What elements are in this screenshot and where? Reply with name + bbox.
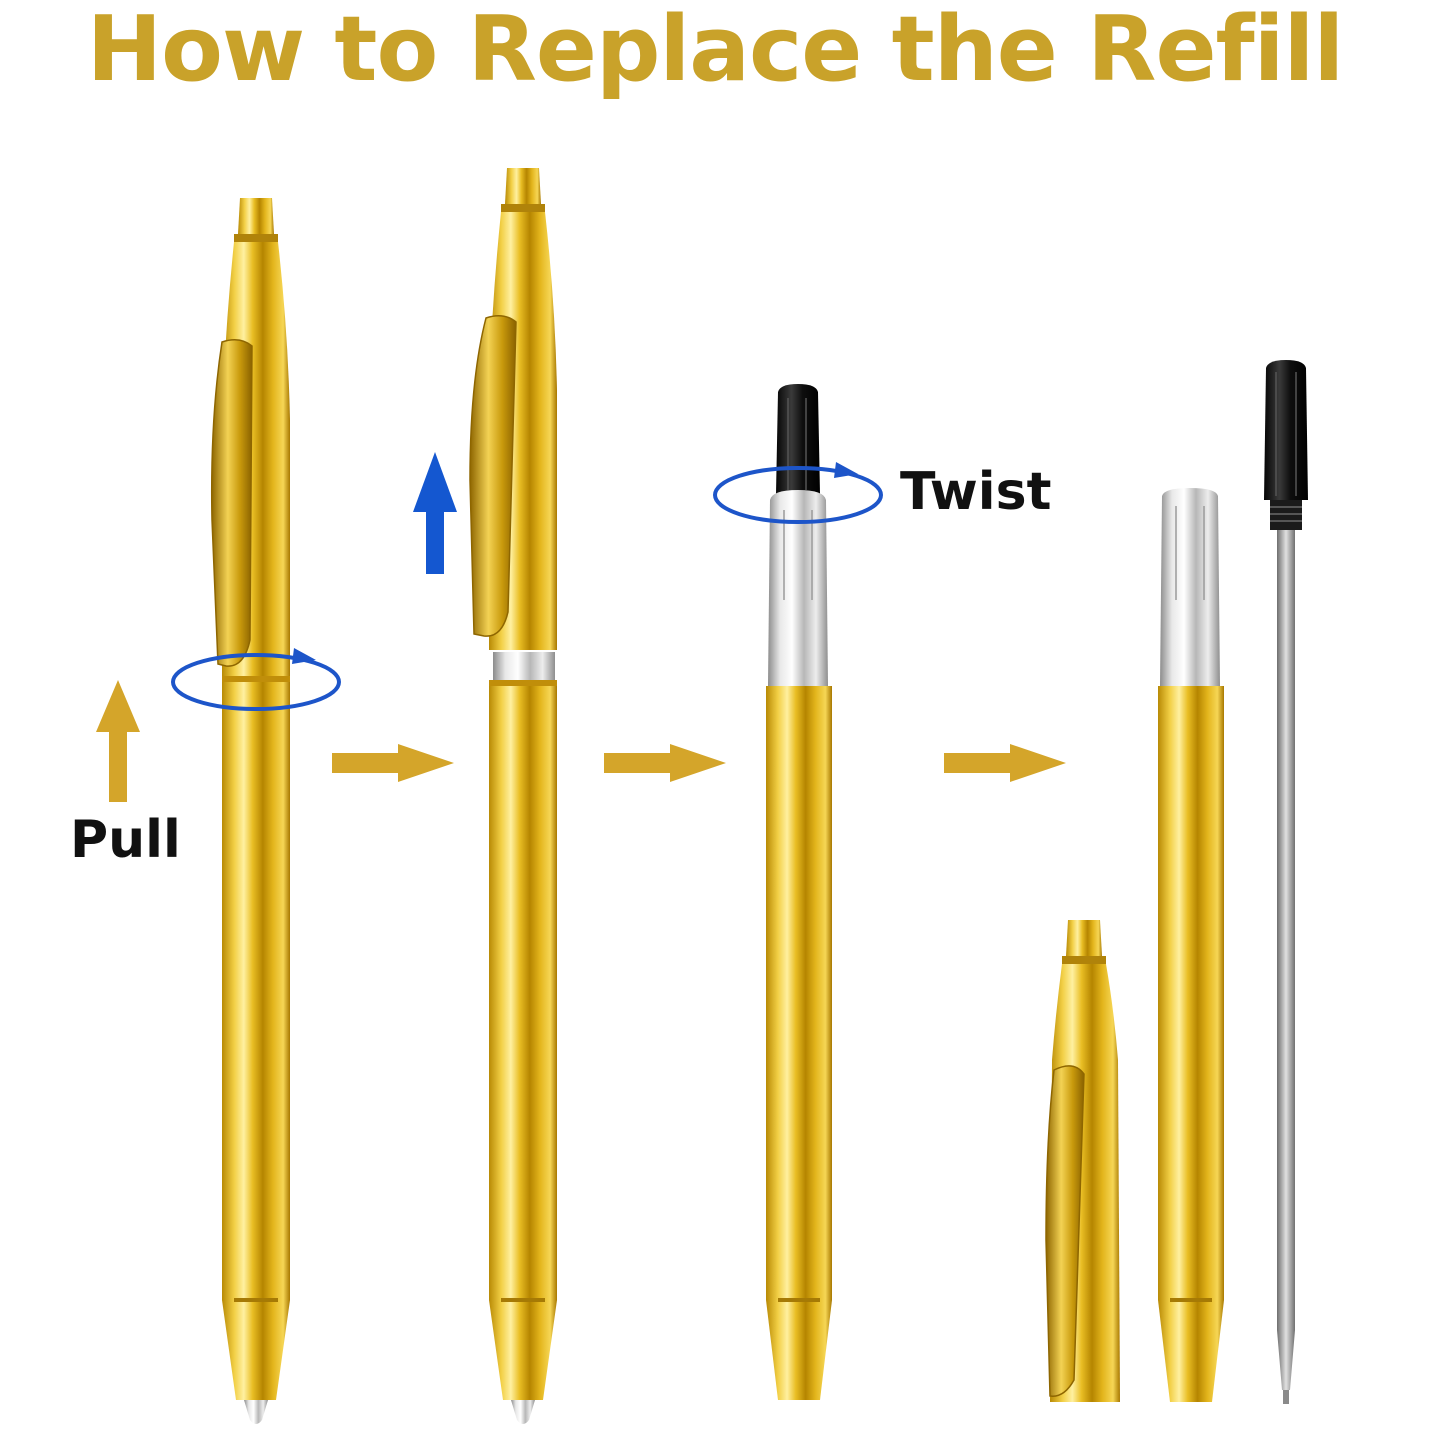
pen-step-4-barrel [1158,488,1224,1402]
pen-step-3 [766,384,832,1400]
pen-4-silver-mechanism [1160,488,1220,686]
rotate-icon [171,648,341,711]
refill [1264,360,1308,1404]
pen-1-joint [222,676,290,682]
pen-2-tip-cone [489,1300,557,1400]
pen-2-clip [469,315,517,637]
pen-2-ball-tip [511,1400,535,1424]
arrow-right-icon [604,744,726,782]
pen-2-barrel [489,686,557,1300]
pen-3-silver-mechanism [768,490,828,686]
pull-label: Pull [70,810,181,870]
pen-1-tip-cone [222,1300,290,1400]
pen-1-top-finial [238,198,274,234]
pen-2-silver-ring [493,652,555,680]
pen-4-cap-clip [1045,1065,1085,1397]
pen-1-ball-tip [244,1400,268,1424]
pen-1-top-ring [234,234,278,242]
page-title: How to Replace the Refill [86,0,1344,102]
arrow-up-icon [413,452,457,574]
pen-step-1 [210,198,290,1424]
refill-black-cap [1264,360,1308,500]
rotate-icon [713,462,883,524]
pen-3-barrel [766,686,832,1300]
pen-1-barrel [222,682,290,1300]
arrow-up-icon [96,680,140,802]
refill-rod [1277,530,1295,1330]
pen-step-2 [469,168,557,1424]
arrow-right-icon [944,744,1066,782]
arrow-right-icon [332,744,454,782]
pen-step-4-cap [1045,920,1120,1402]
pen-2-top-finial [505,168,541,204]
pen-1-clip [210,339,253,667]
twist-label: Twist [900,462,1052,522]
pen-3-refill-cap [776,384,820,494]
pen-4-barrel [1158,686,1224,1300]
pen-3-tip-cone [766,1300,832,1400]
pen-4-tip-cone [1158,1300,1224,1402]
